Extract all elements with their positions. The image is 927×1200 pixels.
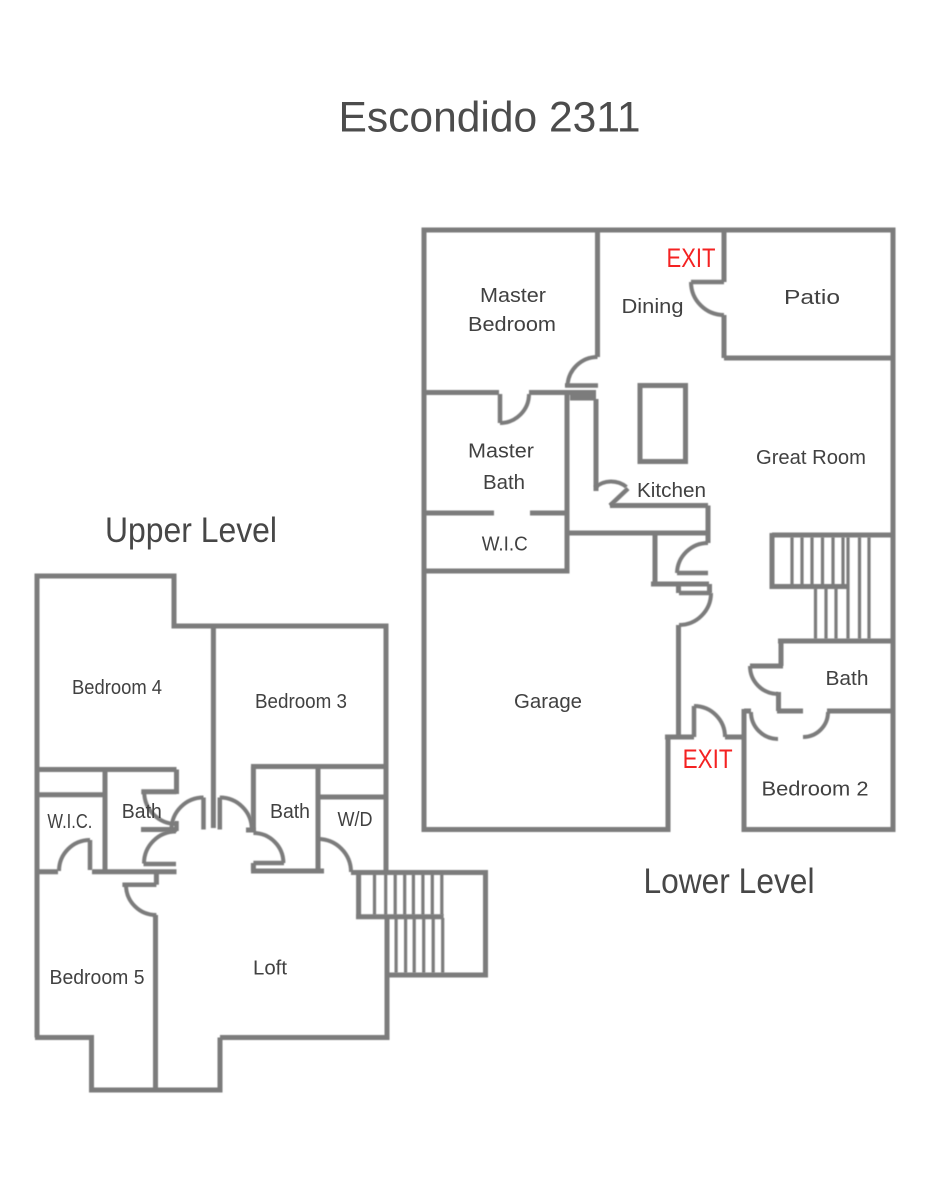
svg-text:Great Room: Great Room: [756, 447, 866, 469]
svg-text:W.I.C.: W.I.C.: [47, 811, 92, 833]
svg-text:Garage: Garage: [514, 691, 582, 713]
svg-text:Master: Master: [480, 285, 546, 307]
svg-text:W.I.C: W.I.C: [482, 533, 528, 555]
svg-text:Bath: Bath: [122, 801, 162, 823]
svg-text:Kitchen: Kitchen: [637, 480, 706, 502]
svg-text:W/D: W/D: [338, 809, 373, 831]
svg-text:Lower Level: Lower Level: [644, 862, 815, 901]
svg-text:Bath: Bath: [483, 472, 525, 494]
svg-text:Loft: Loft: [253, 958, 287, 980]
svg-text:Escondido 2311: Escondido 2311: [339, 94, 641, 142]
svg-text:Bath: Bath: [826, 668, 869, 690]
svg-text:Upper Level: Upper Level: [105, 511, 277, 550]
svg-text:EXIT: EXIT: [683, 744, 733, 774]
svg-text:Bedroom 3: Bedroom 3: [255, 691, 347, 713]
svg-text:Bedroom 4: Bedroom 4: [72, 677, 162, 699]
svg-text:Bath: Bath: [270, 801, 310, 823]
svg-text:Bedroom: Bedroom: [468, 314, 556, 336]
svg-text:Master: Master: [468, 441, 534, 463]
svg-text:EXIT: EXIT: [667, 243, 716, 273]
svg-text:Patio: Patio: [784, 287, 840, 309]
svg-text:Bedroom 2: Bedroom 2: [762, 779, 869, 801]
svg-text:Bedroom 5: Bedroom 5: [50, 967, 145, 989]
svg-text:Dining: Dining: [622, 296, 684, 318]
